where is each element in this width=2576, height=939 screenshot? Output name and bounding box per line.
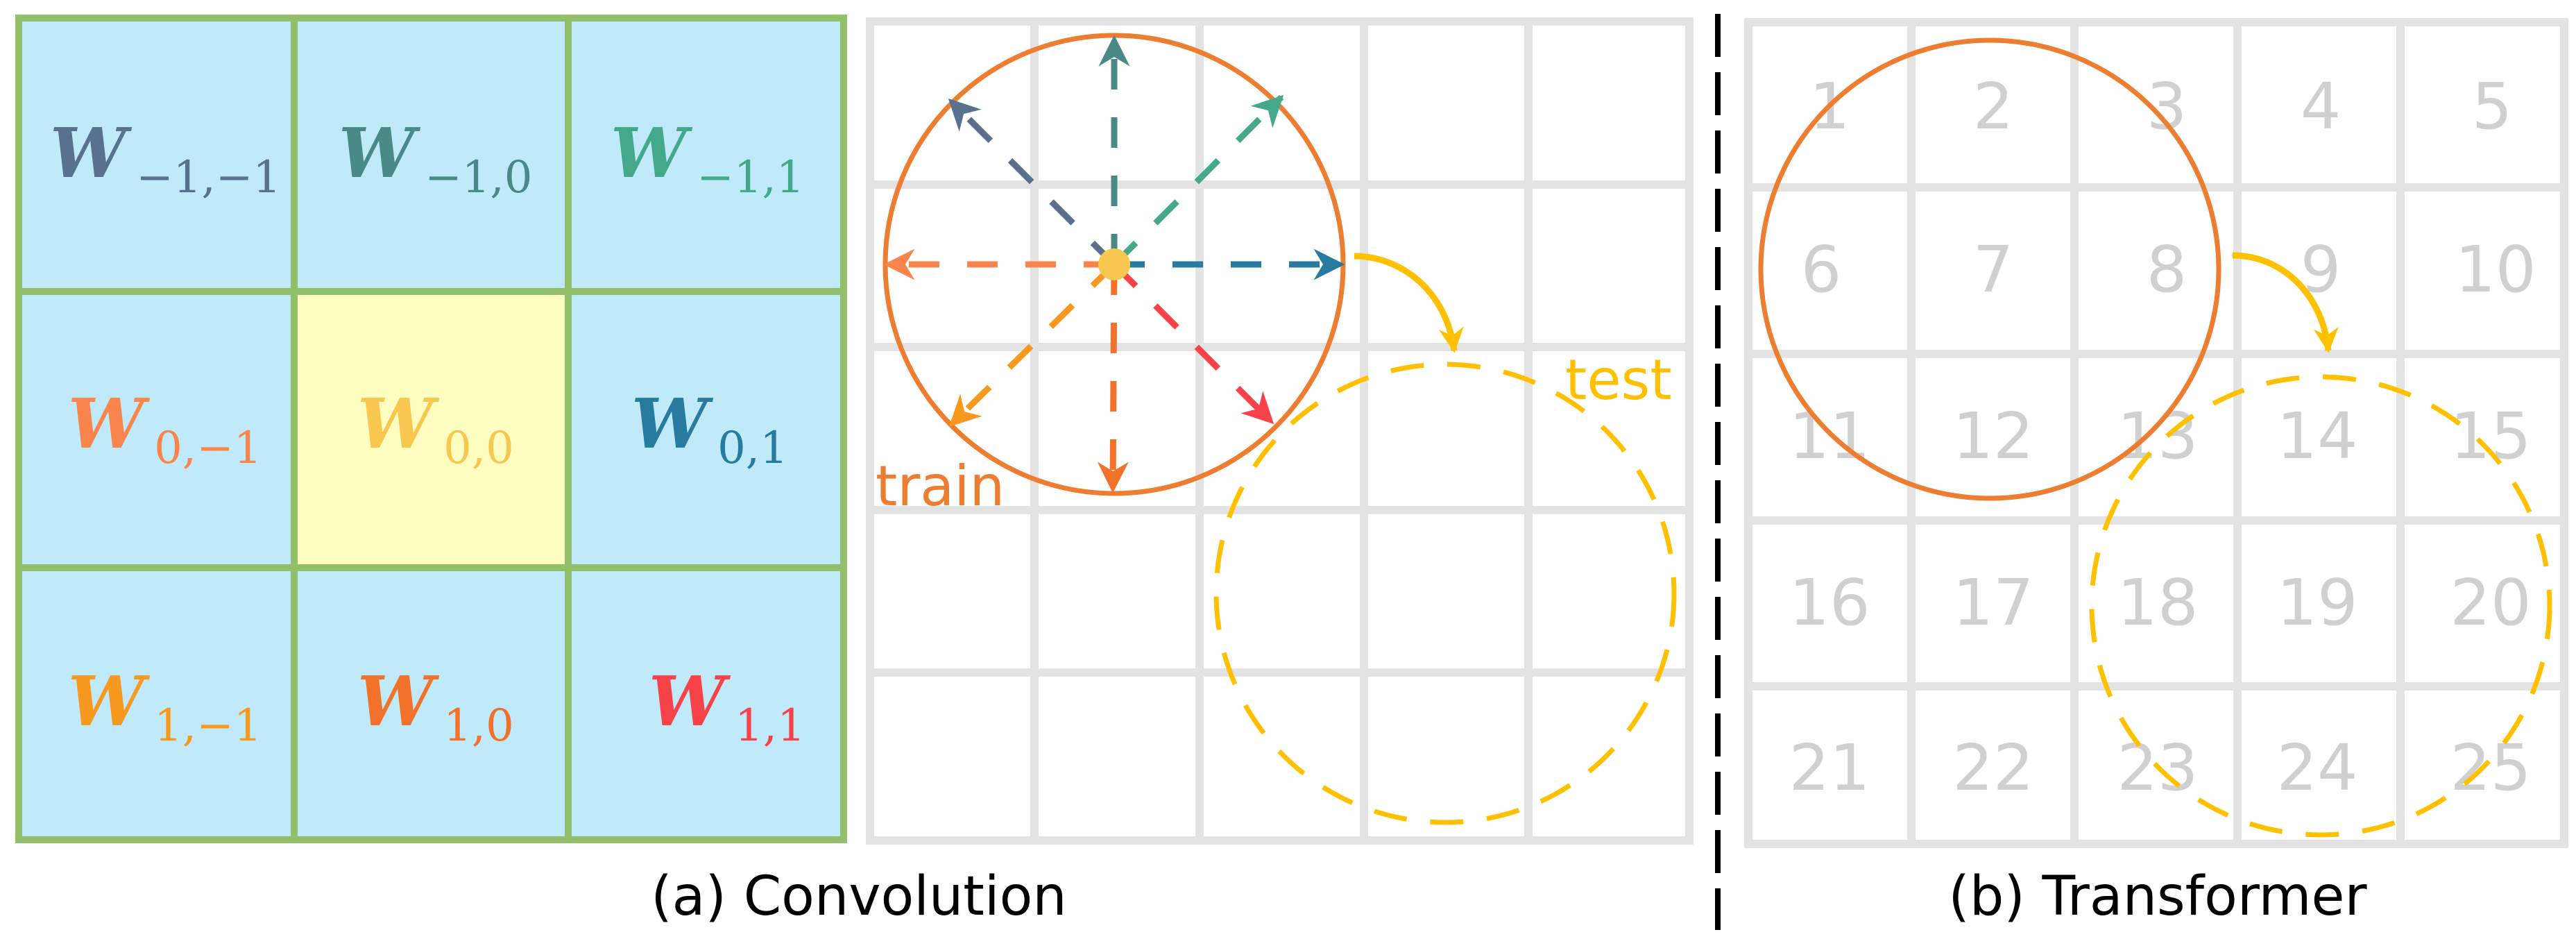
kernel-offset-arrows xyxy=(883,35,1345,493)
token-10: 10 xyxy=(2455,232,2536,307)
transformer-grid xyxy=(1744,18,2568,848)
token-20: 20 xyxy=(2450,566,2531,640)
token-19: 19 xyxy=(2276,566,2357,640)
token-2: 2 xyxy=(1973,69,2014,144)
kernel-grid-lines xyxy=(15,15,847,843)
kernel-weight-m1-0: W−1,0 xyxy=(339,114,532,203)
token-6: 6 xyxy=(1801,232,1842,307)
arrow-up-left-icon xyxy=(948,98,1117,267)
token-13: 13 xyxy=(2117,399,2198,473)
convolution-grid xyxy=(866,17,1694,845)
train-label: train xyxy=(876,454,1005,518)
token-14: 14 xyxy=(2276,399,2357,473)
token-17: 17 xyxy=(1952,566,2033,640)
test-label: test xyxy=(1565,348,1672,412)
token-numbers: 1 2 3 4 5 6 7 8 9 10 11 12 13 14 15 16 1… xyxy=(1789,69,2536,805)
arrow-down-right-icon xyxy=(1111,262,1274,425)
arrow-up-right-icon xyxy=(1111,94,1284,267)
center-point-icon xyxy=(1098,248,1130,280)
test-attention-circle xyxy=(2089,374,2552,838)
train-attention-circle xyxy=(1758,37,2221,501)
token-8: 8 xyxy=(2147,232,2187,307)
token-16: 16 xyxy=(1789,566,1870,640)
token-21: 21 xyxy=(1789,731,1870,805)
token-4: 4 xyxy=(2301,69,2342,144)
kernel-center-cell xyxy=(294,291,568,568)
shift-arrow-icon xyxy=(2232,252,2339,353)
token-24: 24 xyxy=(2276,731,2357,805)
token-25: 25 xyxy=(2450,731,2531,805)
arrow-down-left-icon xyxy=(948,262,1117,428)
arrow-down-icon xyxy=(1097,264,1129,493)
token-15: 15 xyxy=(2450,399,2531,473)
shift-arrow-icon xyxy=(1354,253,1464,353)
kernel-weight-m1-1: W−1,1 xyxy=(611,114,804,203)
token-12: 12 xyxy=(1952,399,2033,473)
token-18: 18 xyxy=(2117,566,2198,640)
caption-transformer: (b) Transformer xyxy=(1948,865,2367,928)
token-5: 5 xyxy=(2472,69,2513,144)
token-22: 22 xyxy=(1952,731,2033,805)
test-receptive-field-circle xyxy=(1213,362,1677,825)
caption-convolution: (a) Convolution xyxy=(651,865,1066,928)
kernel-weight-m1-m1: W−1,−1 xyxy=(50,114,281,203)
token-7: 7 xyxy=(1973,232,2014,307)
